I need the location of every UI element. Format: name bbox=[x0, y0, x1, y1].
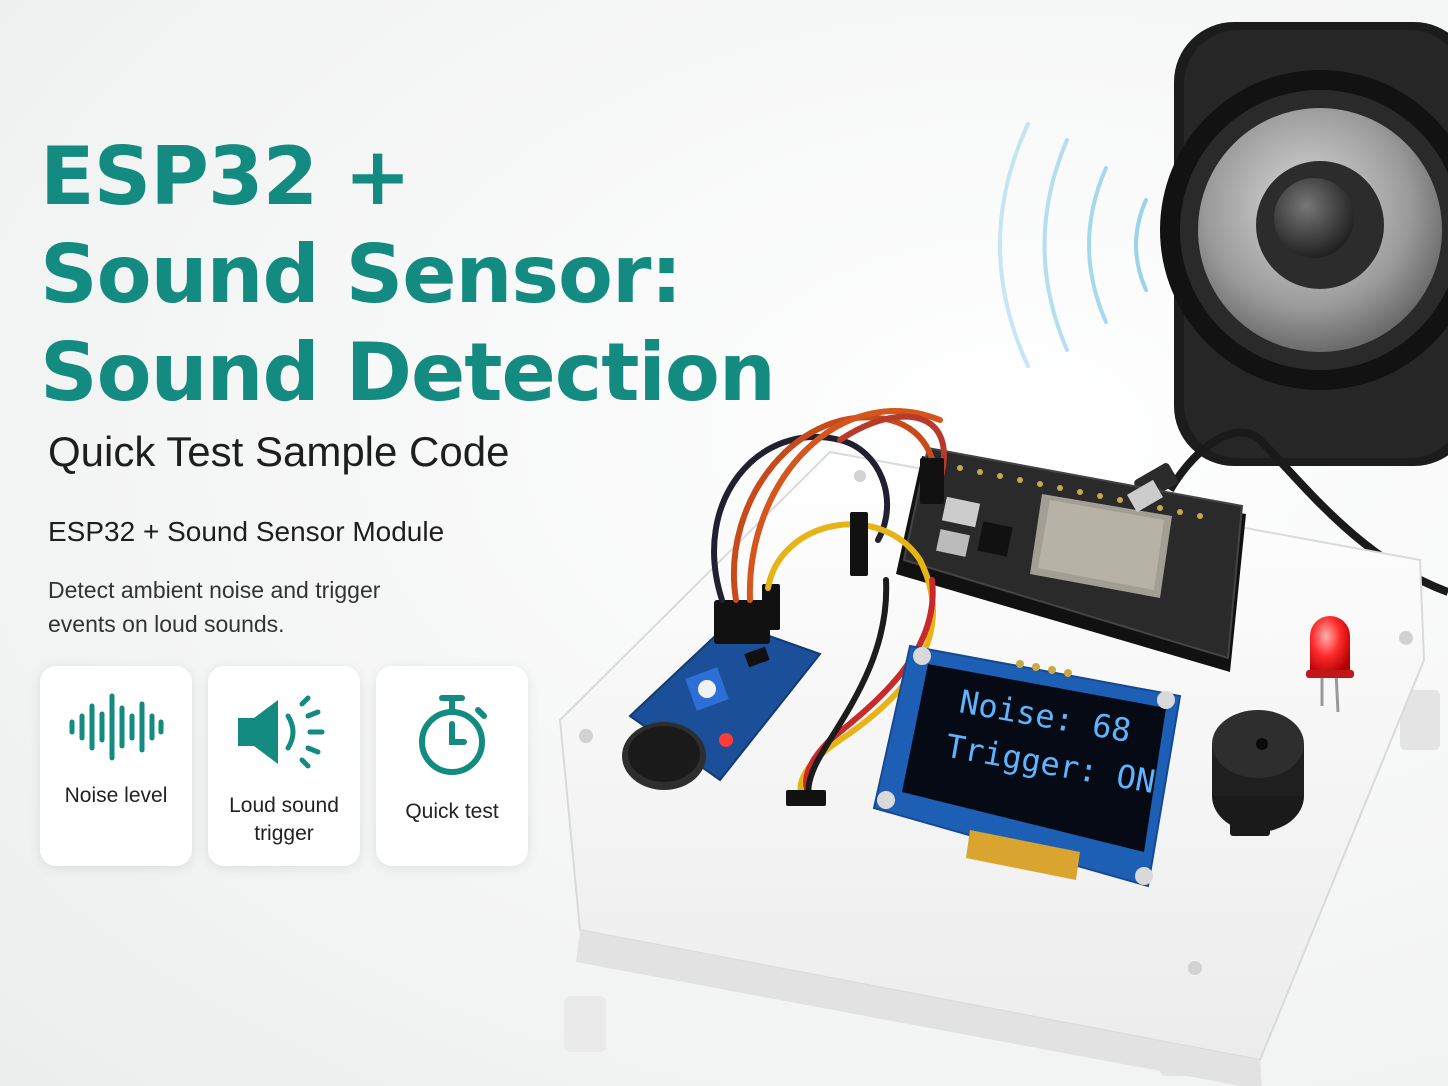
title-line-3: Sound Detection bbox=[40, 326, 776, 419]
feature-card-noise-level: Noise level bbox=[40, 666, 192, 866]
oled-display: Noise: 68 Trigger: ON bbox=[872, 644, 1182, 888]
sound-sensor-module bbox=[622, 584, 822, 790]
sound-waves bbox=[998, 122, 1148, 368]
speaker bbox=[1160, 22, 1448, 466]
buzzer bbox=[1212, 710, 1304, 836]
feature-card-quick-test: Quick test bbox=[376, 666, 528, 866]
red-led bbox=[1306, 616, 1354, 713]
module-label: ESP32 + Sound Sensor Module bbox=[48, 516, 445, 547]
title-line-1: ESP32 + bbox=[40, 130, 411, 223]
subtitle: Quick Test Sample Code bbox=[48, 428, 510, 475]
feature-label: Quick test bbox=[405, 800, 499, 823]
page-title: ESP32 + Sound Sensor: Sound Detection bbox=[40, 128, 776, 422]
esp32-board bbox=[896, 446, 1246, 672]
wire-headers bbox=[786, 458, 944, 806]
speaker-icon bbox=[238, 695, 325, 769]
description: Detect ambient noise and trigger events … bbox=[48, 577, 381, 637]
feature-label: Loud sound trigger bbox=[229, 794, 339, 845]
waveform-icon bbox=[69, 693, 164, 761]
feature-card-loud-sound-trigger: Loud sound trigger bbox=[208, 666, 360, 866]
feature-cards: Noise level Loud sound trigger bbox=[40, 666, 528, 866]
stopwatch-icon bbox=[419, 695, 487, 775]
feature-label: Noise level bbox=[64, 784, 168, 807]
title-line-2: Sound Sensor: bbox=[40, 228, 682, 321]
jumper-wires bbox=[711, 408, 947, 801]
hardware-illustration: Noise: 68 Trigger: ON bbox=[558, 22, 1448, 1086]
